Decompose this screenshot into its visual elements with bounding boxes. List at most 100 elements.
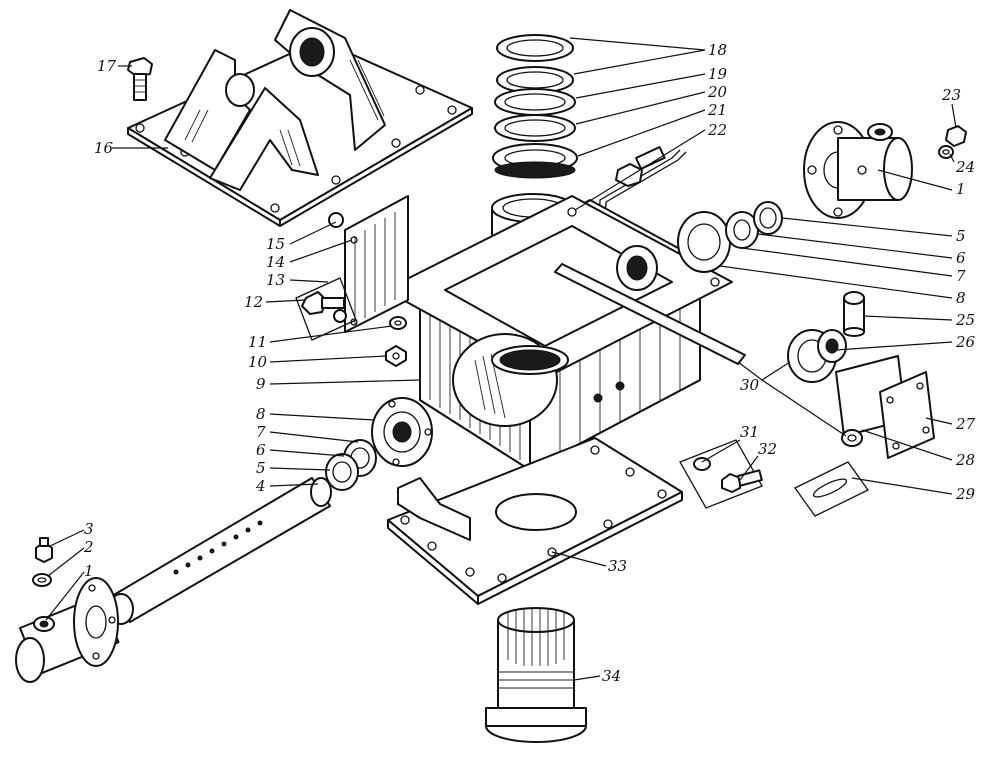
callout-27: 27 — [955, 415, 976, 433]
leader-14 — [289, 239, 353, 263]
leader-30b — [761, 361, 791, 381]
leader-33 — [551, 551, 607, 567]
part-10-11-nuts — [385, 316, 407, 367]
leader-28 — [861, 429, 953, 461]
callout-28: 28 — [955, 451, 975, 469]
leader-30a — [737, 361, 763, 381]
callout-33: 33 — [608, 557, 627, 575]
leader-31 — [701, 439, 741, 463]
leader-24 — [949, 153, 955, 163]
callout-18: 18 — [708, 41, 727, 59]
leader-22 — [574, 129, 706, 211]
callout-22: 22 — [707, 121, 727, 139]
part-33-base-plate — [387, 437, 683, 605]
callout-24: 24 — [955, 158, 975, 176]
leader-1-left — [45, 571, 85, 621]
leader-5-right — [781, 217, 953, 237]
leader-10 — [269, 355, 387, 363]
callout-19: 19 — [708, 65, 728, 83]
callout-26: 26 — [955, 333, 976, 351]
leader-7-left — [269, 431, 359, 443]
callout-6-left: 6 — [256, 441, 266, 459]
leader-11 — [269, 325, 393, 343]
callout-16: 16 — [94, 139, 114, 157]
leader-18b — [573, 49, 706, 75]
leader-29 — [851, 477, 953, 495]
part-27-28-bracket — [835, 355, 935, 459]
part-29-slotted-plate — [794, 461, 869, 517]
callout-14: 14 — [266, 253, 285, 271]
part-5-8-right-flange-set — [677, 201, 783, 273]
callout-7-right: 7 — [956, 267, 966, 285]
leader-26 — [835, 341, 953, 351]
callout-31: 31 — [740, 423, 759, 441]
callout-23: 23 — [941, 86, 961, 104]
leader-2 — [47, 547, 85, 577]
part-17-bolt — [127, 57, 153, 101]
callout-6-right: 6 — [956, 249, 966, 267]
leader-34 — [573, 675, 601, 681]
part-31-32-bolt-washer — [679, 439, 763, 509]
callout-29: 29 — [955, 485, 976, 503]
callout-13: 13 — [266, 271, 285, 289]
leader-15 — [289, 221, 337, 245]
leader-1-right — [877, 169, 953, 191]
leader-20 — [575, 91, 706, 125]
leader-25 — [863, 315, 953, 321]
leader-18a — [569, 37, 706, 51]
part-12-13-bolt-set — [295, 277, 357, 341]
part-30-long-pin — [554, 263, 746, 365]
callout-7-left: 7 — [256, 423, 266, 441]
leader-30c — [761, 379, 847, 437]
callout-5-left: 5 — [256, 459, 266, 477]
callout-9: 9 — [256, 375, 266, 393]
leader-4 — [269, 483, 319, 487]
part-2-3-grease-fitting — [32, 537, 53, 587]
callout-11: 11 — [248, 333, 267, 351]
leader-7-right — [741, 247, 953, 277]
part-23-24-nut-washer — [938, 125, 967, 159]
callout-20: 20 — [707, 83, 728, 101]
leader-32 — [739, 455, 759, 481]
leader-27 — [925, 417, 953, 425]
callout-21: 21 — [707, 101, 727, 119]
callout-4: 4 — [255, 477, 266, 495]
callout-34: 34 — [602, 667, 621, 685]
leader-6-left — [269, 449, 345, 457]
leader-21 — [577, 109, 706, 157]
part-26-bearing — [787, 329, 847, 383]
callout-5-right: 5 — [956, 227, 966, 245]
leader-5-left — [269, 467, 331, 471]
callout-30: 30 — [740, 376, 760, 394]
leader-8-left — [269, 413, 375, 421]
callout-8-right: 8 — [956, 289, 966, 307]
part-1-left-end-cap — [15, 577, 120, 683]
callout-1-right: 1 — [956, 180, 966, 198]
leader-9 — [269, 379, 421, 385]
part-34-splined-sleeve — [485, 607, 587, 743]
callout-10: 10 — [248, 353, 268, 371]
callout-25: 25 — [955, 311, 975, 329]
callout-1-left: 1 — [84, 562, 94, 580]
callout-2: 2 — [83, 538, 94, 556]
part-4-shaft — [108, 477, 332, 625]
callout-12: 12 — [244, 293, 263, 311]
callout-8-left: 8 — [256, 405, 266, 423]
part-25-pin — [843, 291, 865, 337]
part-1-right-end-cap — [803, 121, 913, 219]
leader-13 — [289, 279, 329, 283]
part-9-gearbox-housing — [384, 195, 733, 471]
leader-23 — [951, 103, 957, 129]
part-16-top-mounting-plate — [127, 9, 473, 227]
part-5-8-left-flange-set — [325, 397, 433, 491]
callout-labels: 17 16 18 19 20 21 22 23 24 1 5 6 7 8 25 … — [83, 41, 976, 685]
leader-8-right — [719, 265, 953, 299]
leader-19 — [575, 73, 706, 99]
leader-6-right — [757, 233, 953, 259]
callout-17: 17 — [97, 57, 117, 75]
leader-lines — [45, 37, 957, 681]
callout-15: 15 — [266, 235, 285, 253]
callout-32: 32 — [758, 440, 777, 458]
